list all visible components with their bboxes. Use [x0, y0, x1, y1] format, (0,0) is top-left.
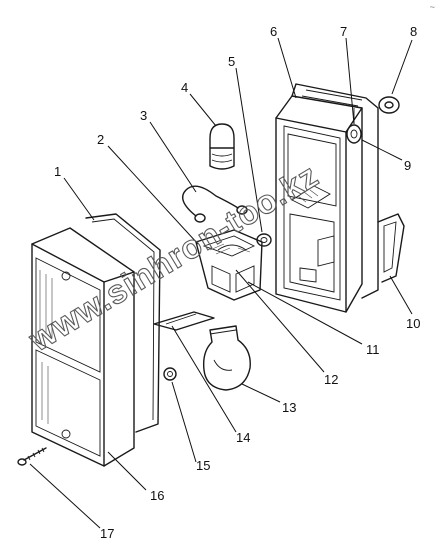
callout-8: 8: [410, 24, 417, 39]
callout-7: 7: [340, 24, 347, 39]
callout-15: 15: [196, 458, 210, 473]
gasket-frame: [85, 213, 161, 433]
callout-2: 2: [97, 132, 104, 147]
leader-lines: [29, 37, 413, 529]
callout-1: 1: [54, 164, 61, 179]
large-bulb: [202, 325, 251, 391]
grommet: [378, 96, 400, 114]
callout-4: 4: [181, 80, 188, 95]
small-bulb: [209, 123, 235, 170]
callout-3: 3: [140, 108, 147, 123]
screw: [17, 447, 47, 466]
mounting-bracket: [377, 213, 405, 283]
callout-16: 16: [150, 488, 164, 503]
corner-mark: ~: [429, 2, 435, 12]
callout-6: 6: [270, 24, 277, 39]
callout-17: 17: [100, 526, 114, 541]
callout-11: 11: [366, 342, 380, 357]
wire-lead: [182, 185, 248, 223]
callout-14: 14: [236, 430, 250, 445]
lens-cover: [31, 227, 135, 467]
nut: [163, 367, 177, 381]
lamp-holder: [153, 229, 263, 331]
rear-housing: [275, 83, 379, 313]
callout-10: 10: [406, 316, 420, 331]
callout-numbers: 1 2 3 4 5 6 7 8 9 10 11 12 13 14 15 16 1…: [54, 24, 420, 541]
callout-13: 13: [282, 400, 296, 415]
callout-9: 9: [404, 158, 411, 173]
callout-5: 5: [228, 54, 235, 69]
callout-12: 12: [324, 372, 338, 387]
